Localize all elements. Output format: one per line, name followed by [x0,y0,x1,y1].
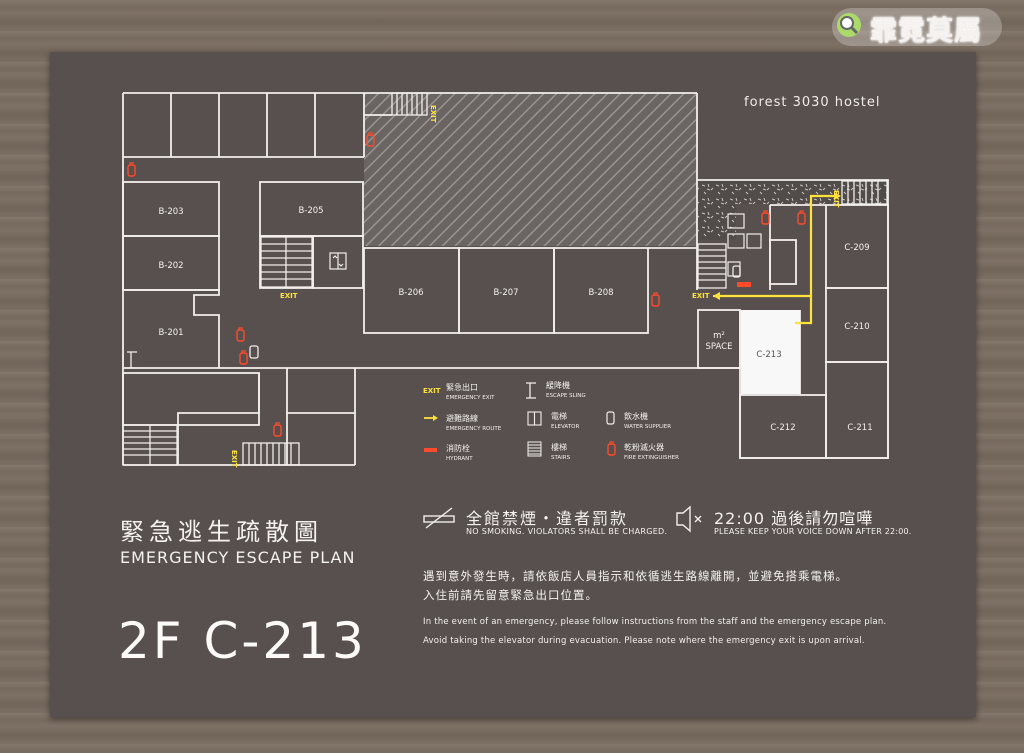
room-label: C-210 [844,322,869,332]
space-label: SPACE [706,342,733,352]
no-smoking-icon [423,507,455,529]
water-supply-icon [249,345,259,359]
room-label: B-206 [398,288,423,298]
room-label: B-201 [158,328,183,338]
room-number: 2F C-213 [118,612,367,670]
legend-sling-en: ESCAPE SLING [546,393,586,399]
notice-en: In the event of an emergency, please fol… [423,617,887,646]
map-legend: EXIT 緊急出口 EMERGENCY EXIT 避難路線 EMERGENCY … [423,380,679,462]
quiet-hours-en: PLEASE KEEP YOUR VOICE DOWN AFTER 22:00. [714,527,912,536]
room-label-current: C-213 [756,350,781,360]
hatched-area [364,93,697,246]
hydrant-legend-icon [424,448,437,452]
legend-exit-mark: EXIT [423,387,441,395]
legend-hydrant-en: HYDRANT [446,456,473,462]
watermark-badge [832,8,1002,46]
legend-water-zh: 飲水機 [624,411,648,421]
legend-exit-en: EMERGENCY EXIT [446,395,495,401]
current-room-c213 [741,310,800,394]
legend-stairs-zh: 樓梯 [551,442,567,452]
sign-title-en: EMERGENCY ESCAPE PLAN [120,548,356,567]
quiet-hours-zh: 22:00 過後請勿喧嘩 [714,509,874,528]
legend-exit-zh: 緊急出口 [446,382,478,392]
room-label: C-212 [770,423,795,433]
stairs-legend-icon [527,441,542,457]
room-label: B-208 [588,288,613,298]
legend-route-en: EMERGENCY ROUTE [446,426,502,432]
speaker-mute-icon [676,505,702,533]
room-label: B-205 [298,206,323,216]
legend-hydrant-zh: 消防栓 [446,443,470,453]
no-smoking-en: NO SMOKING. VIOLATORS SHALL BE CHARGED. [466,527,668,536]
legend-stairs-en: STAIRS [551,455,571,461]
water-supply-icon [732,265,741,278]
legend-elevator-zh: 電梯 [551,411,567,421]
space-area: m² [713,331,725,341]
legend-route-zh: 避難路線 [446,413,478,423]
legend-water-en: WATER SUPPLIER [624,424,671,430]
legend-extinguisher-en: FIRE EXTINGUISHER [624,455,679,461]
watermark-text: 霏霓莫屬 [870,16,982,47]
exit-label: EXIT [832,190,840,208]
room-label: B-203 [158,207,183,217]
room-label: B-202 [158,261,183,271]
stairs-symbols [122,92,888,466]
room-label: C-209 [844,243,869,253]
exit-label: EXIT [692,292,710,300]
exit-label: EXIT [280,292,298,300]
legend-elevator-en: ELEVATOR [551,424,579,430]
notice-zh-line1: 遇到意外發生時，請依飯店人員指示和依循逃生路線離開，並避免搭乘電梯。 [423,569,848,583]
extinguisher-legend-icon [607,441,616,456]
magnifier-icon [837,13,861,37]
notice-zh-line2: 入住前請先留意緊急出口位置。 [423,588,598,602]
water-supply-legend-icon [606,411,615,425]
room-label: B-207 [493,288,518,298]
exit-label: EXIT [429,105,437,123]
exit-label: EXIT [230,450,238,468]
elevator-icon [329,252,347,270]
elevator-legend-icon [527,411,542,426]
no-smoking-zh: 全館禁煙・違者罰款 [466,509,629,528]
sign-title-zh: 緊急逃生疏散圖 [120,518,323,546]
escape-route [713,294,813,325]
hostel-brand: forest 3030 hostel [744,95,881,110]
legend-sling-zh: 緩降機 [546,380,570,390]
room-label: C-211 [847,423,872,433]
legend-extinguisher-zh: 乾粉滅火器 [624,442,664,452]
escape-sling-legend-icon [526,382,536,399]
escape-sling-icon [127,351,137,369]
hydrant-icon [737,282,751,287]
